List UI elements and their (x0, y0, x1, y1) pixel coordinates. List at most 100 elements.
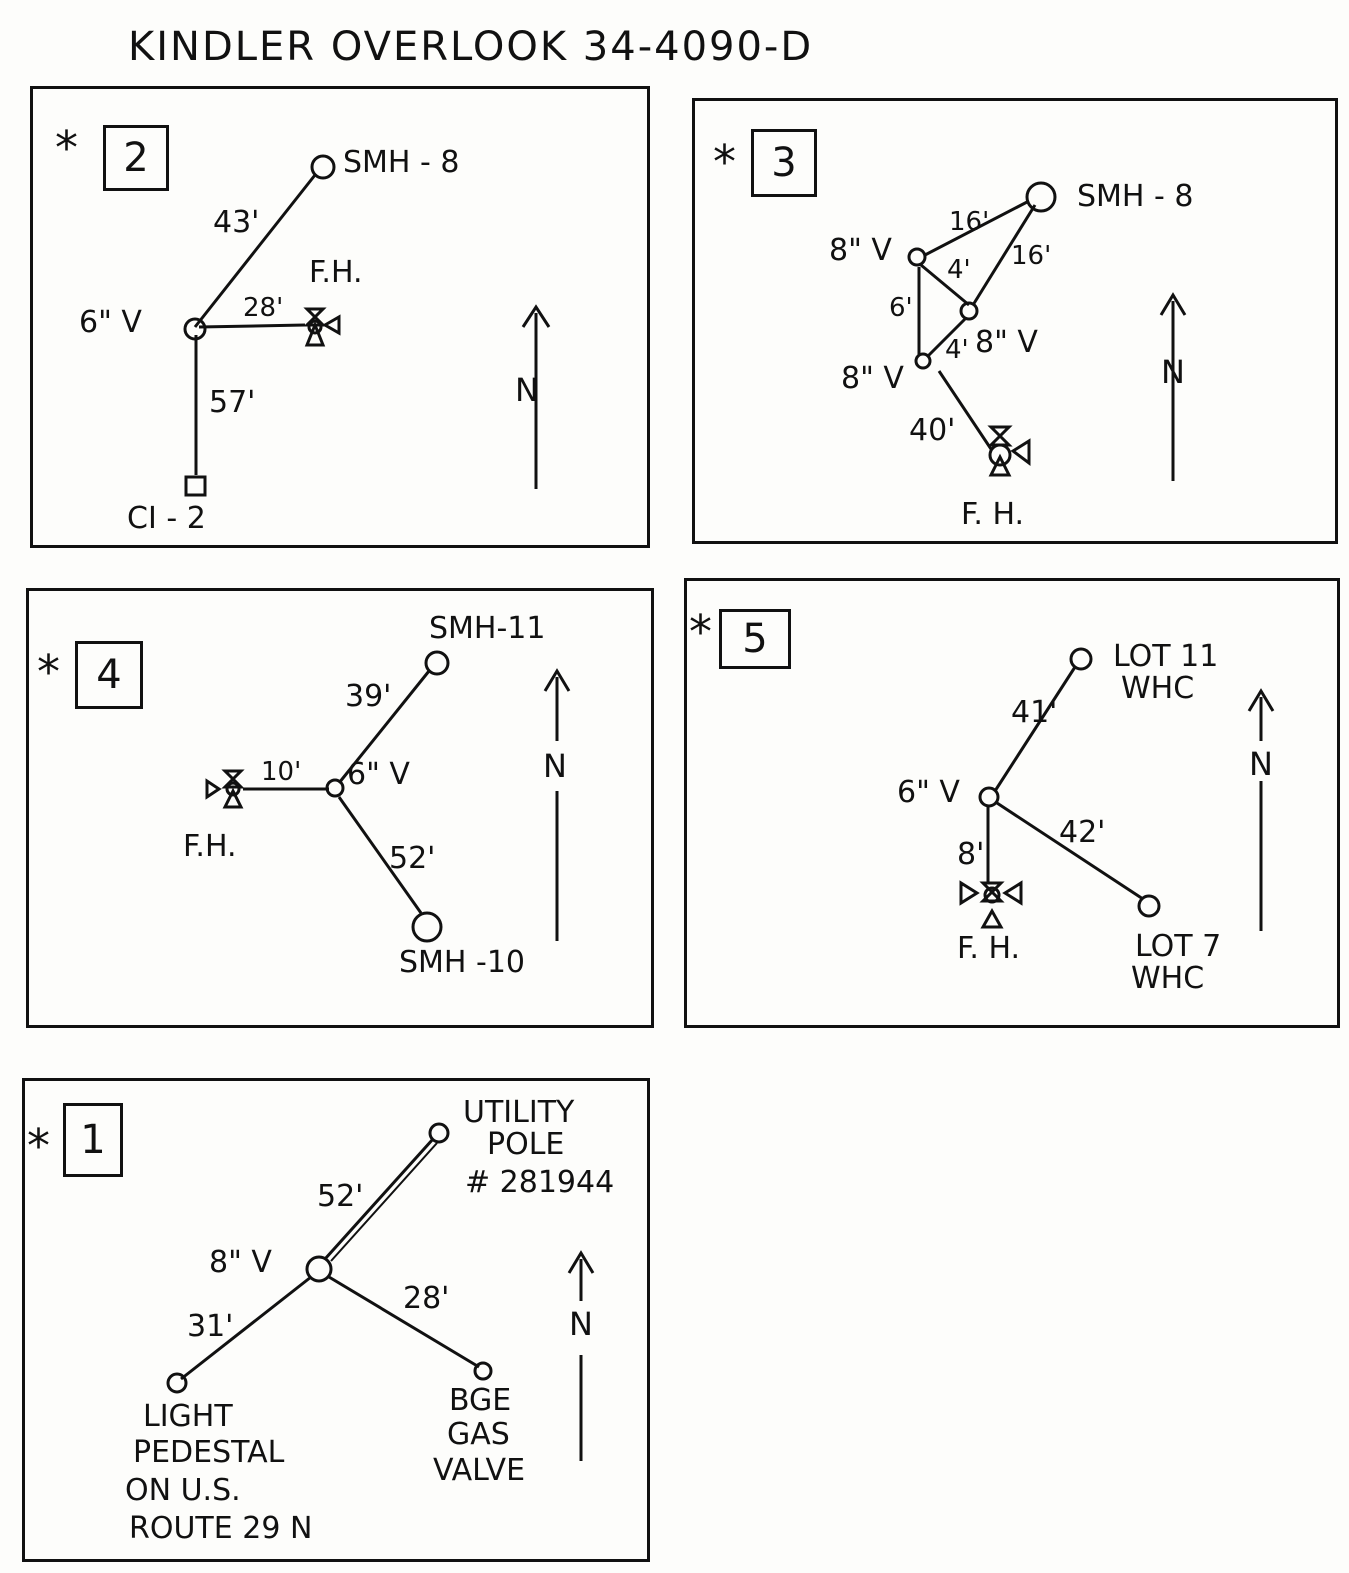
tie-line-42 (996, 801, 1144, 901)
light-label: ON U.S. (125, 1473, 241, 1508)
tie-line-52 (337, 796, 423, 914)
manhole-label: SMH-11 (429, 611, 546, 646)
sheet-title: KINDLER OVERLOOK 34-4090-D (128, 24, 814, 70)
panel-2-sketch (183, 154, 551, 497)
hydrant-symbol (959, 880, 1023, 929)
asterisk: * (713, 135, 736, 189)
tie-line-16a (924, 199, 1030, 257)
sketch-number: 5 (719, 609, 791, 669)
gas-valve-label: BGE (449, 1383, 512, 1418)
distance-label: 41' (1011, 695, 1058, 730)
distance-label: 10' (261, 757, 302, 787)
north-label: N (543, 747, 567, 785)
hydrant-label: F. H. (961, 497, 1025, 532)
manhole-symbol (411, 911, 443, 943)
valve-symbol (907, 247, 927, 267)
tie-line-52 (323, 1137, 435, 1261)
light-label: PEDESTAL (133, 1435, 285, 1470)
valve-symbol (183, 317, 207, 341)
gas-valve-label: GAS (447, 1417, 510, 1452)
valve-symbol (305, 1255, 333, 1283)
valve-label: 8" V (829, 233, 892, 268)
distance-label: 16' (949, 207, 990, 237)
valve-symbol (914, 352, 932, 370)
inlet-symbol (184, 475, 207, 497)
hydrant-label: F.H. (183, 829, 237, 864)
manhole-symbol (1069, 647, 1093, 671)
manhole-symbol (1025, 181, 1057, 213)
distance-label: 57' (209, 385, 256, 420)
hydrant-symbol (303, 307, 341, 347)
gas-valve-label: VALVE (433, 1453, 526, 1488)
valve-label: 6" V (897, 775, 960, 810)
asterisk: * (689, 605, 712, 659)
distance-label: 31' (187, 1309, 234, 1344)
lot-label: LOT 7 (1135, 929, 1222, 964)
north-label: N (515, 371, 539, 409)
panel-1-sketch (166, 1122, 595, 1461)
tie-line-41 (993, 666, 1077, 792)
tie-line-4b (925, 317, 967, 359)
tie-line-16b (971, 204, 1037, 306)
tie-line-4a (920, 263, 970, 307)
hydrant-symbol (987, 425, 1031, 477)
valve-label: 8" V (841, 361, 904, 396)
lot-label: LOT 11 (1113, 639, 1219, 674)
distance-label: 43' (213, 205, 260, 240)
valve-symbol (959, 301, 979, 321)
distance-label: 52' (389, 841, 436, 876)
valve-label: 8" V (209, 1245, 272, 1280)
panel-5-sketch (959, 647, 1275, 931)
tie-line-39 (337, 670, 431, 784)
sketch-number: 2 (103, 125, 169, 191)
cleanout-symbol (1137, 894, 1161, 918)
distance-label: 28' (403, 1281, 450, 1316)
panel-3: * 3 SMH - 8 8" V 16' 16' 4' 6' 8" V 4' 8… (692, 98, 1338, 544)
light-label: LIGHT (143, 1399, 233, 1434)
distance-label: 40' (909, 413, 956, 448)
valve-label: 6" V (79, 305, 142, 340)
sketch-number: 1 (63, 1103, 123, 1177)
asterisk: * (55, 121, 78, 175)
pole-label: # 281944 (465, 1165, 615, 1200)
distance-label: 6' (889, 293, 913, 323)
manhole-label: SMH -10 (399, 945, 526, 980)
valve-label: 6" V (347, 757, 410, 792)
panel-3-sketch (907, 181, 1187, 481)
pole-label: POLE (487, 1127, 565, 1162)
panel-4-sketch (205, 650, 571, 943)
tie-line-28 (328, 1275, 480, 1369)
north-label: N (569, 1305, 593, 1343)
asterisk: * (27, 1119, 50, 1173)
light-label: ROUTE 29 N (129, 1511, 313, 1546)
panel-4: * 4 SMH-11 39' 10' 6" V F.H. 52' SMH -10… (26, 588, 654, 1028)
distance-label: 16' (1011, 241, 1052, 271)
hydrant-label: F.H. (309, 255, 363, 290)
distance-label: 52' (317, 1179, 364, 1214)
panel-5: * 5 LOT 11 WHC 41' 6" V 42' 8' F. H. LOT… (684, 578, 1340, 1028)
manhole-symbol (310, 154, 336, 180)
valve-label: 8" V (975, 325, 1038, 360)
tie-line-40 (937, 370, 993, 450)
pole-label: UTILITY (463, 1095, 575, 1130)
distance-label: 28' (243, 293, 284, 323)
tie-line-31 (180, 1275, 312, 1381)
gas-valve-symbol (473, 1361, 493, 1381)
valve-symbol (978, 786, 1000, 808)
sketch-number: 3 (751, 129, 817, 197)
hydrant-symbol (205, 769, 245, 809)
distance-label: 8' (957, 837, 985, 872)
tie-line-28 (198, 323, 306, 329)
pole-symbol (428, 1122, 450, 1144)
hydrant-label: F. H. (957, 931, 1021, 966)
distance-label: 4' (947, 255, 971, 285)
valve-symbol (325, 778, 345, 798)
panel-2: * 2 SMH - 8 43' F.H. 6" V 28' 57' CI - 2… (30, 86, 650, 548)
asterisk: * (37, 645, 60, 699)
panel-1: * 1 UTILITY POLE # 281944 52' 8" V 28' 3… (22, 1078, 650, 1562)
inlet-label: CI - 2 (127, 501, 206, 536)
distance-label: 42' (1059, 815, 1106, 850)
manhole-symbol (424, 650, 450, 676)
manhole-label: SMH - 8 (343, 145, 460, 180)
